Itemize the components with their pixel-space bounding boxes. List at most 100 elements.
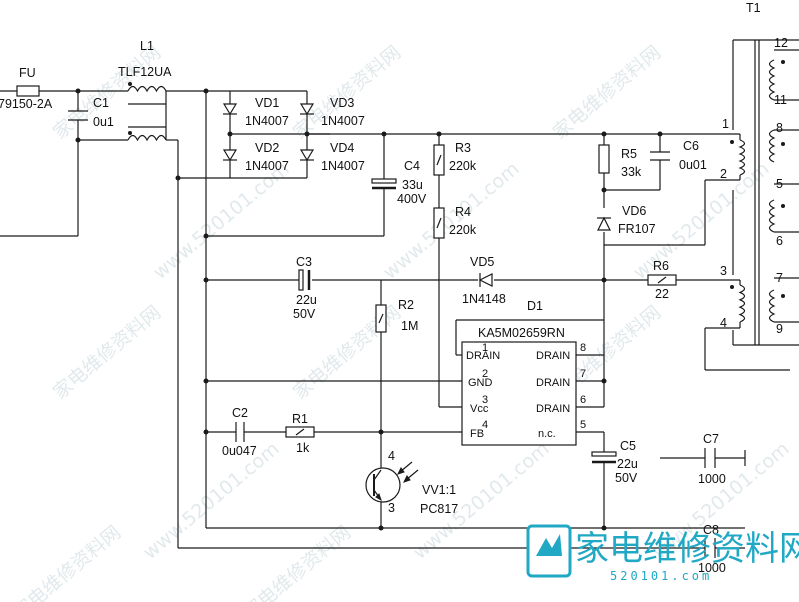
optocoupler-vv1: 4 3 VV1:1 PC817 [365,449,458,516]
r4-label: R4 [455,205,471,219]
r2-value: 1M [401,319,418,333]
ic-pin2-name: GND [468,377,493,389]
t1-pin7: 7 [776,271,783,285]
c7-label: C7 [703,432,719,446]
diode-vd5: VD5 1N4148 [462,255,506,306]
watermark-text: 家电维修资料网 [549,41,665,143]
c3-voltage: 50V [293,307,316,321]
r1-label: R1 [292,412,308,426]
l1-label: L1 [140,39,154,53]
ic-d1: D1 KA5M02659RN 1 DRAIN 2 GND 3 Vcc 4 FB … [461,299,586,446]
vd1-part: 1N4007 [245,114,289,128]
r3-value: 220k [449,159,477,173]
ic-pin8-name: DRAIN [536,350,570,362]
watermark-url: www.520101.com [149,158,293,284]
vd5-label: VD5 [470,255,494,269]
t1-pin3: 3 [720,264,727,278]
r2-label: R2 [398,298,414,312]
c5-label: C5 [620,439,636,453]
fuse-label: FU [19,66,36,80]
t1-label: T1 [746,1,761,15]
diode-vd1: VD1 1N4007 [222,96,289,128]
ic-part-number: KA5M02659RN [478,326,565,340]
t1-pin9: 9 [776,322,783,336]
c6-label: C6 [683,139,699,153]
transformer-t1: T1 1 2 3 4 12 11 [720,1,799,346]
vv1-part: PC817 [420,502,458,516]
vd6-label: VD6 [622,204,646,218]
opto-pin4-number: 4 [388,449,395,463]
ic-pin7-name: DRAIN [536,377,570,389]
t1-pin12: 12 [774,36,788,50]
d1-label: D1 [527,299,543,313]
c1-value: 0u1 [93,115,114,129]
wires [0,90,790,549]
capacitor-c4: C4 33u 400V [371,159,427,206]
resistor-r4: R4 220k [433,205,477,239]
choke-l1: L1 TLF12UA [118,39,172,142]
r6-label: R6 [653,259,669,273]
t1-pin1: 1 [722,117,729,131]
r5-label: R5 [621,147,637,161]
diode-vd6: VD6 FR107 [597,204,656,236]
c4-label: C4 [404,159,420,173]
c8-label: C8 [703,523,719,537]
ic-pin6-number: 6 [580,394,586,406]
capacitor-c5: C5 22u 50V [591,439,638,485]
watermark-url: www.520101.com [629,158,773,284]
resistor-r2: R2 1M [375,298,418,333]
c3-value: 22u [296,293,317,307]
capacitor-c2: C2 0u047 [222,406,257,458]
capacitor-c1: C1 0u1 [68,96,114,129]
watermark-text: 家电维修资料网 [9,521,125,602]
resistor-r5: R5 33k [598,144,642,179]
c5-value: 22u [617,457,638,471]
fuse-rating: 79150-2A [0,97,53,111]
resistor-r3: R3 220k [433,141,477,176]
c8-value: 1000 [698,561,726,575]
c1-label: C1 [93,96,109,110]
fuse-fu: FU 79150-2A [0,66,53,111]
r1-value: 1k [296,441,310,455]
t1-pin2: 2 [720,167,727,181]
c4-voltage: 400V [397,192,427,206]
t1-pin5: 5 [776,177,783,191]
ic-pin1-number: 1 [482,342,488,354]
logo-wrench-icon [536,534,562,556]
opto-pin3-number: 3 [388,501,395,515]
junction-dots [75,88,663,531]
ic-pin8-number: 8 [580,342,586,354]
ic-pin6-name: DRAIN [536,403,570,415]
vd2-label: VD2 [255,141,279,155]
c6-value: 0u01 [679,158,707,172]
vd3-part: 1N4007 [321,114,365,128]
c2-value: 0u047 [222,444,257,458]
l1-part: TLF12UA [118,65,172,79]
vv1-label: VV1:1 [422,483,456,497]
vd4-label: VD4 [330,141,354,155]
c5-voltage: 50V [615,471,638,485]
ic-pin5-name: n.c. [538,428,556,440]
ic-pin1-name: DRAIN [466,350,500,362]
capacitor-c7: C7 1000 [698,432,726,486]
t1-pin11: 11 [774,93,787,107]
logo-url: 520101.com [610,569,712,583]
logo-title: 家电维修资料网 [575,529,799,569]
watermark-text: 家电维修资料网 [49,301,165,403]
c3-label: C3 [296,255,312,269]
r5-value: 33k [621,165,642,179]
t1-pin6: 6 [776,234,783,248]
c2-label: C2 [232,406,248,420]
r4-value: 220k [449,223,477,237]
diode-vd3: VD3 1N4007 [299,96,365,128]
resistor-r6: R6 22 [647,259,677,301]
ic-pin5-number: 5 [580,419,586,431]
capacitor-c8: C8 1000 [698,523,726,575]
vd6-part: FR107 [618,222,656,236]
watermark-url: www.520101.com [139,438,283,564]
c4-value: 33u [402,178,423,192]
t1-pin8: 8 [776,121,783,135]
watermark-url: www.520101.com [379,158,523,284]
watermark-text: 家电维修资料网 [239,521,355,602]
